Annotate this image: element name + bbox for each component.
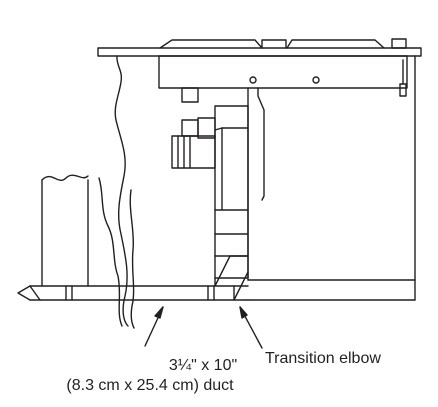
mounting-screw-1 bbox=[249, 76, 257, 84]
leveling-leg bbox=[399, 83, 407, 97]
elbow-upper bbox=[214, 255, 249, 287]
blower-housing bbox=[214, 105, 249, 279]
burner-grate-right bbox=[286, 39, 385, 49]
wire-conduit bbox=[257, 87, 265, 201]
duct-arrowhead bbox=[154, 306, 164, 319]
leader-arrows bbox=[144, 306, 263, 349]
transition-elbow-label: Transition elbow bbox=[265, 350, 381, 367]
duct-size-label: 3¼" x 10" bbox=[168, 357, 238, 374]
control-knob bbox=[391, 38, 407, 49]
blower-motor bbox=[171, 135, 216, 169]
cooktop-top bbox=[97, 38, 422, 103]
vertical-duct-break bbox=[41, 174, 89, 181]
duct-break-line bbox=[98, 177, 123, 327]
gas-fitting bbox=[181, 87, 199, 103]
wall-break-line bbox=[114, 55, 129, 327]
duct-end-cut bbox=[29, 285, 41, 301]
burner-grate-left bbox=[159, 39, 263, 49]
motor-cap bbox=[181, 119, 199, 137]
elbow-lower bbox=[233, 271, 249, 301]
mounting-screw-2 bbox=[312, 76, 320, 84]
motor-coupling bbox=[197, 117, 216, 139]
vertical-duct bbox=[41, 174, 123, 327]
cabinet bbox=[247, 55, 416, 281]
countertop-edge bbox=[97, 47, 422, 57]
elbow-arrowhead bbox=[239, 306, 248, 319]
horizontal-duct bbox=[17, 279, 416, 301]
burner-grate-middle bbox=[261, 39, 287, 49]
duct-size-metric-label: (8.3 cm x 25.4 cm) duct bbox=[66, 377, 234, 394]
wall-break-line-2 bbox=[129, 189, 135, 329]
transition-elbow bbox=[214, 255, 249, 301]
downdraft-blower bbox=[171, 105, 249, 279]
blower-housing-detail bbox=[214, 127, 249, 131]
duct-end-point bbox=[17, 285, 31, 301]
cooktop-body bbox=[158, 55, 408, 89]
